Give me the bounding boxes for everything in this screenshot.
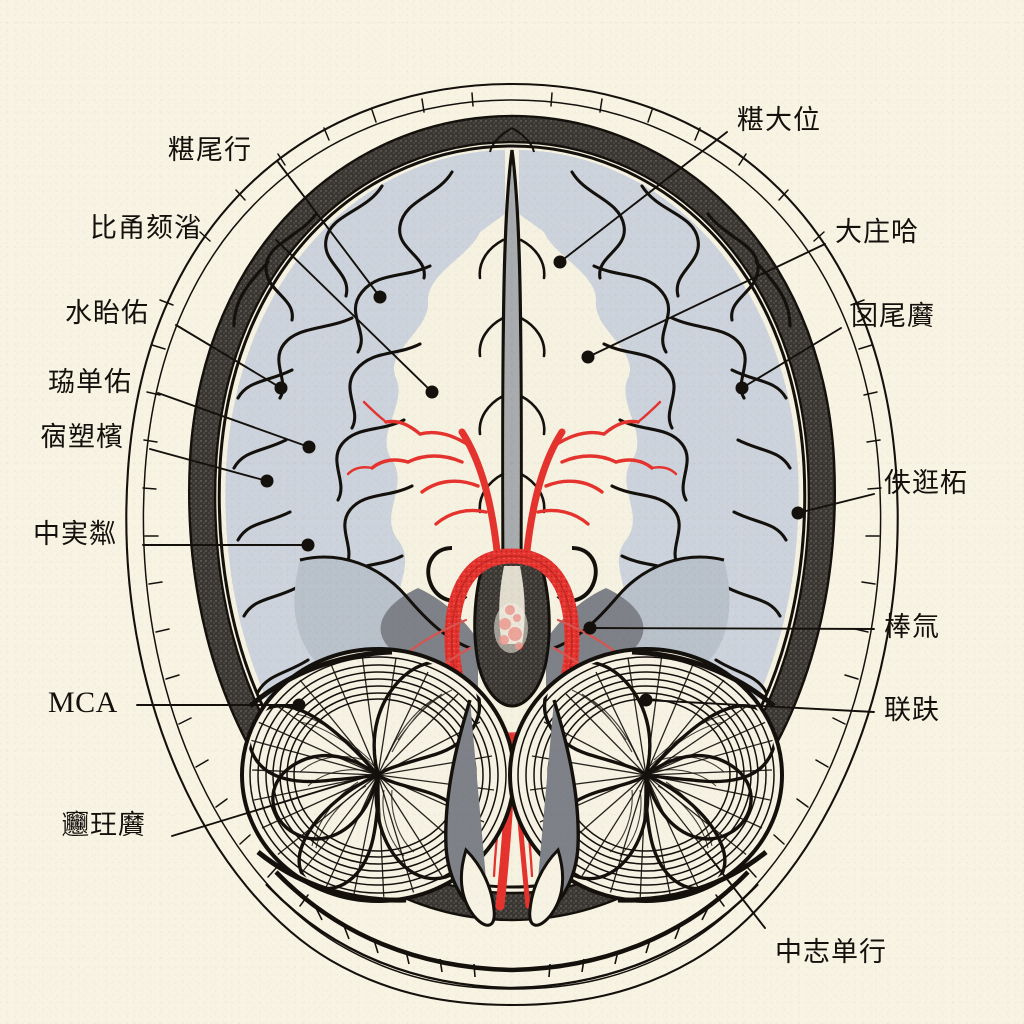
interhemispheric-fissure — [478, 127, 546, 561]
label-bottom: 中志单行 — [775, 937, 887, 967]
label-leader-lines — [136, 131, 875, 929]
label-anchor-dots — [260, 255, 805, 712]
label-mca: MCA — [48, 686, 118, 719]
label-left-2: 比甬颏渻 — [90, 213, 202, 243]
label-right-5: 棒氚 — [884, 612, 940, 642]
label-left-6: 中実粼 — [33, 519, 117, 549]
dura-mater-band — [188, 114, 836, 922]
tentorium-and-sinuses — [265, 699, 759, 990]
label-left-8: 𰻞玨黂 — [62, 810, 146, 840]
label-right-6: 联趺 — [884, 695, 940, 725]
label-right-4: 佚逛柘 — [884, 468, 968, 498]
label-left-5: 㝛塑檳 — [40, 422, 124, 452]
label-left-1: 糂尾行 — [168, 135, 252, 165]
label-right-3: 㘝尾黂 — [851, 301, 935, 331]
label-left-4: 珕单佑 — [48, 367, 132, 397]
label-left-3: 水眙佑 — [65, 298, 149, 328]
skull-diploe-ticks — [142, 92, 882, 907]
label-right-1: 糂大位 — [737, 105, 821, 135]
label-right-2: 大庄哈 — [835, 217, 919, 247]
